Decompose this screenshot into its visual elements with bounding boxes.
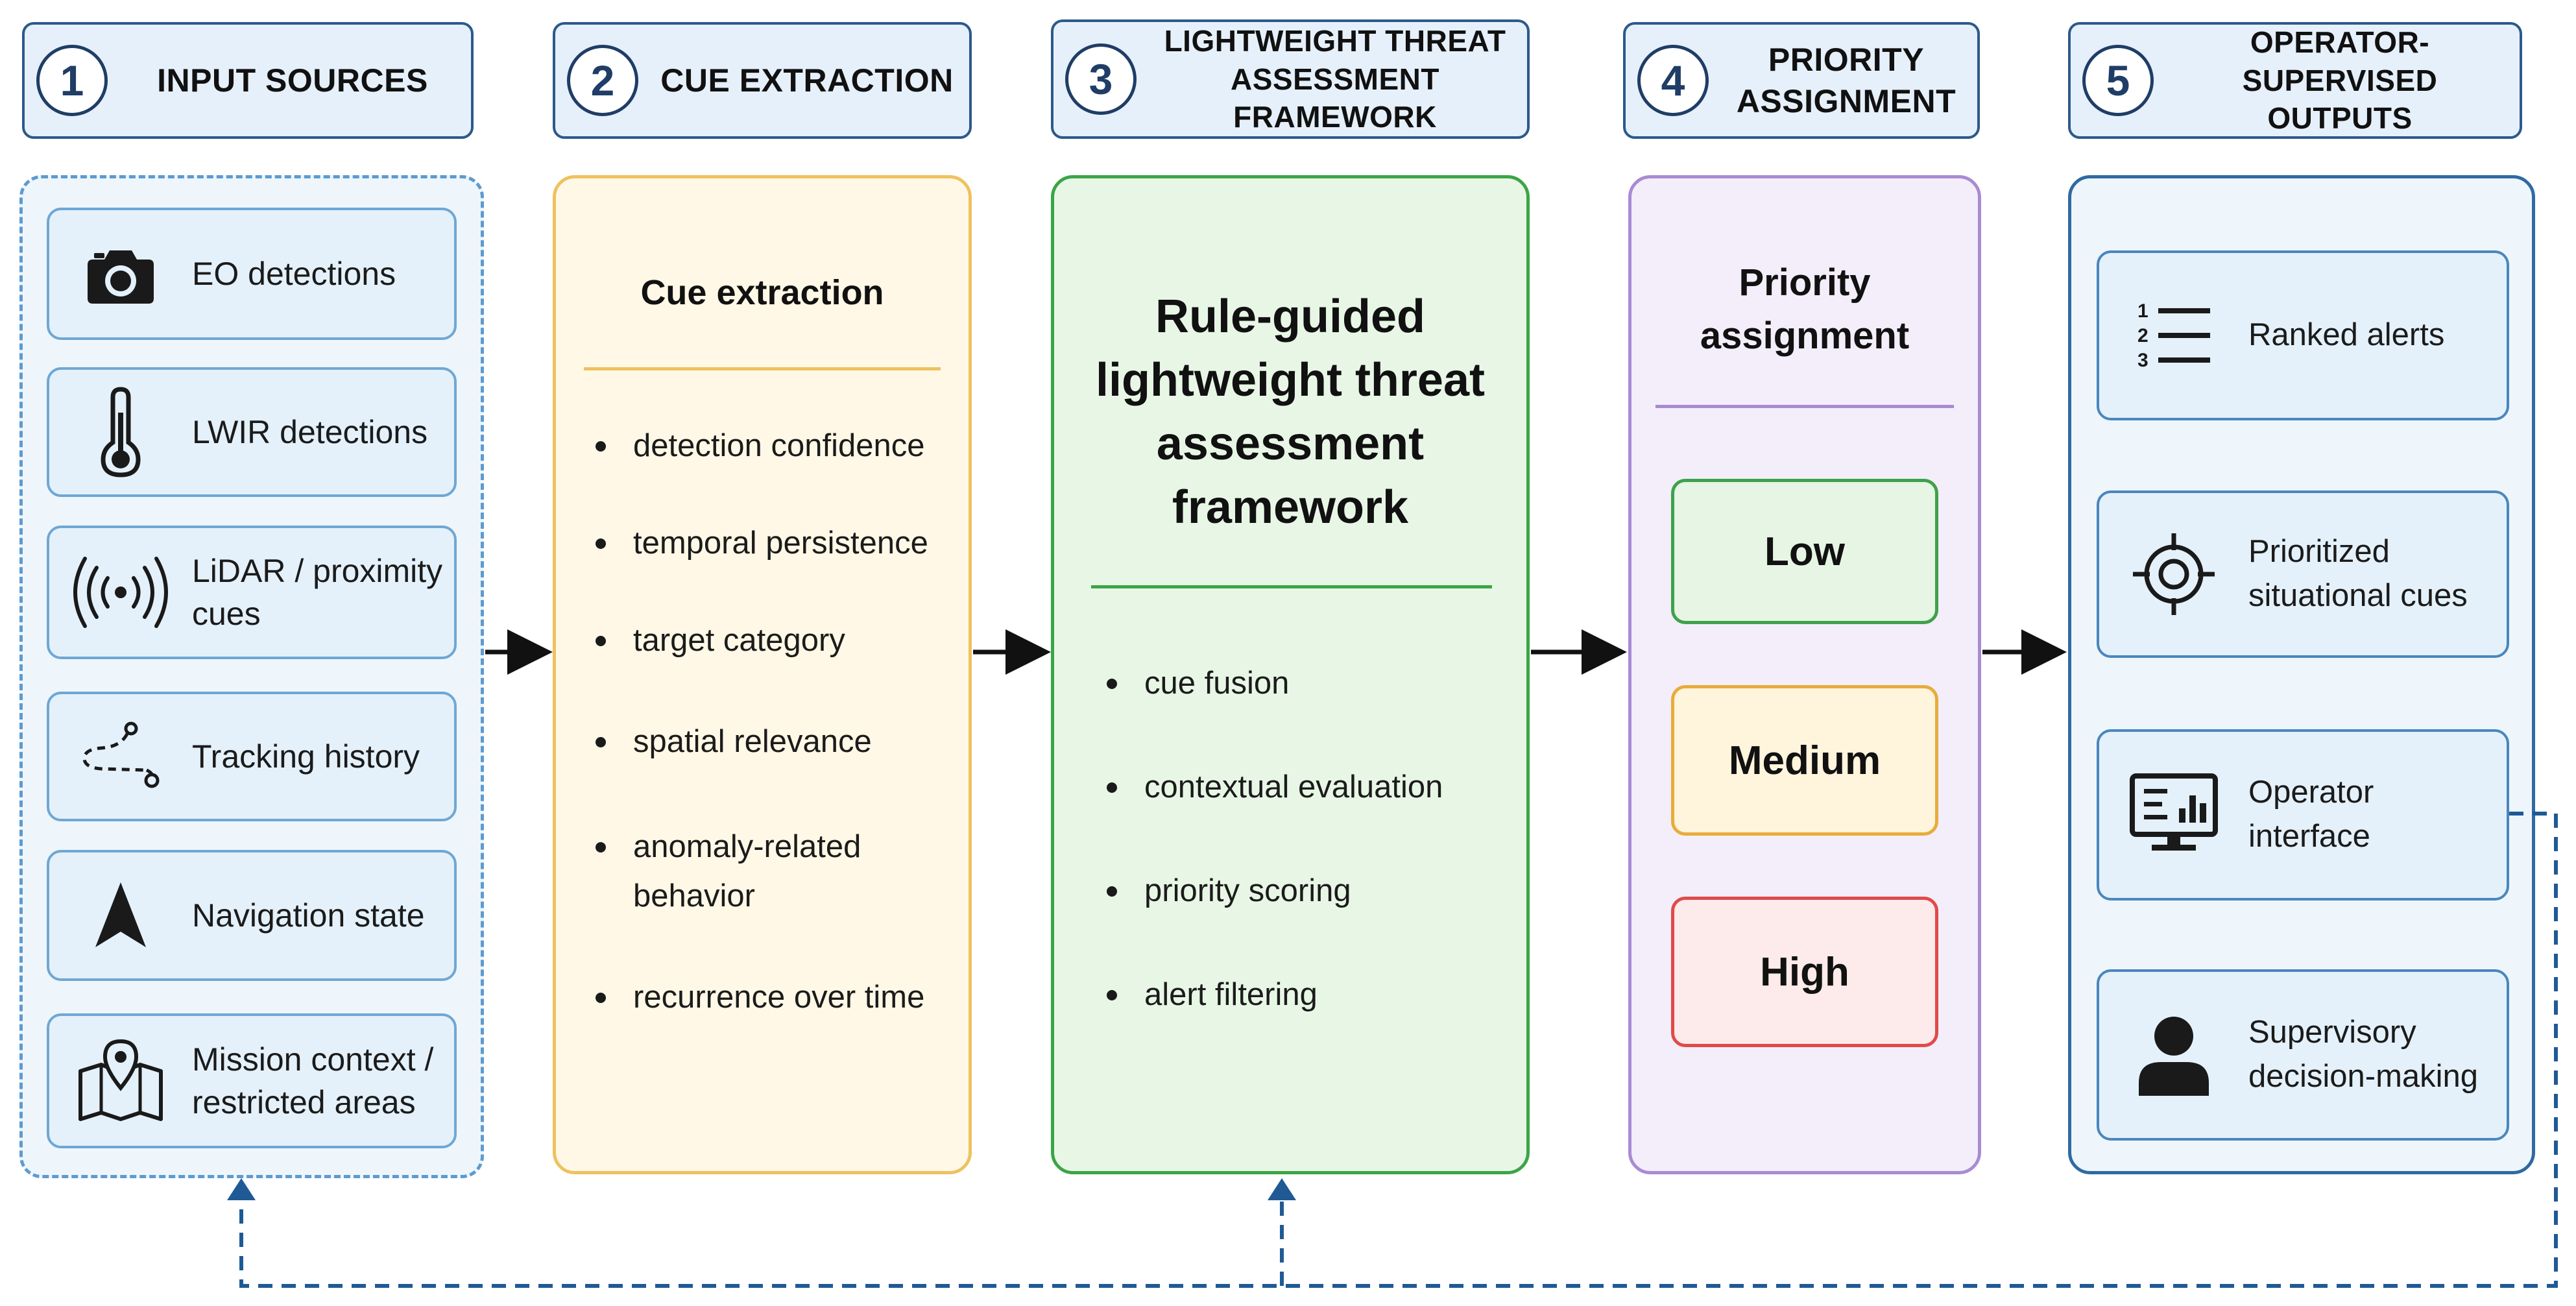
feedback-arrowheads — [227, 1178, 1296, 1200]
step-number-4: 4 — [1637, 45, 1709, 116]
input-label: EO detections — [192, 256, 396, 292]
input-item-eo: EO detections — [47, 208, 457, 340]
priority-divider — [1655, 405, 1954, 408]
input-label: LWIR detections — [192, 414, 428, 450]
crosshair-icon — [2099, 493, 2248, 655]
input-label: LiDAR / proximity cues — [192, 553, 443, 632]
input-item-lidar: LiDAR / proximity cues — [47, 526, 457, 659]
svg-text:3: 3 — [2137, 350, 2149, 371]
framework-item: cue fusion — [1107, 659, 1508, 708]
map-pin-icon — [49, 1016, 192, 1146]
cue-item: temporal persistence — [596, 519, 970, 568]
input-item-navigation: Navigation state — [47, 850, 457, 981]
input-label: Navigation state — [192, 897, 425, 934]
framework-heading: Rule-guided lightweight threat assessmen… — [1096, 291, 1485, 533]
input-item-tracking: Tracking history — [47, 692, 457, 821]
output-label: Prioritized situational cues — [2248, 534, 2468, 613]
framework-item: contextual evaluation — [1107, 763, 1508, 812]
step-number-3: 3 — [1065, 43, 1137, 115]
input-item-lwir: LWIR detections — [47, 367, 457, 497]
svg-text:2: 2 — [2137, 325, 2149, 346]
priority-medium: Medium — [1671, 685, 1938, 836]
step-title-2: CUE EXTRACTION — [660, 62, 954, 99]
ranked-list-icon: 1 2 3 — [2099, 253, 2248, 418]
cue-extraction-heading: Cue extraction — [640, 273, 884, 312]
step-title-3: LIGHTWEIGHT THREAT ASSESSMENT FRAMEWORK — [1164, 23, 1506, 134]
cue-item: recurrence over time — [596, 973, 970, 1022]
priority-high: High — [1671, 897, 1938, 1047]
step-title-4: PRIORITY ASSIGNMENT — [1736, 42, 1956, 119]
step-title-5: OPERATOR-SUPERVISED OUTPUTS — [2242, 25, 2438, 136]
output-label: Ranked alerts — [2248, 317, 2445, 353]
feedback-arrowhead-framework — [1268, 1178, 1296, 1200]
input-label: Mission context / restricted areas — [192, 1041, 434, 1120]
signal-icon — [49, 528, 192, 657]
cue-list: detection confidence temporal persistenc… — [596, 422, 970, 1022]
step-number-1: 1 — [36, 45, 108, 116]
input-item-mission: Mission context / restricted areas — [47, 1013, 457, 1148]
track-path-icon — [49, 694, 192, 819]
priority-heading: Priority assignment — [1700, 261, 1910, 357]
framework-divider — [1091, 585, 1492, 588]
framework-list: cue fusion contextual evaluation priorit… — [1107, 659, 1508, 1020]
step-header-4: 4 PRIORITY ASSIGNMENT — [1623, 22, 1980, 139]
feedback-arrowhead-inputs — [227, 1178, 256, 1200]
output-label: Operator interface — [2248, 775, 2374, 854]
cue-item: spatial relevance — [596, 718, 970, 767]
svg-text:1: 1 — [2137, 300, 2149, 322]
step-title-1: INPUT SOURCES — [157, 62, 428, 99]
cue-item: anomaly-related behavior — [596, 823, 867, 921]
person-icon — [2099, 972, 2248, 1138]
output-item-ranked-alerts: 1 2 3 Ranked alerts — [2097, 250, 2509, 420]
navigation-arrow-icon — [49, 853, 192, 978]
monitor-icon — [2099, 732, 2248, 898]
cue-divider — [584, 367, 941, 370]
step-number-2: 2 — [567, 45, 638, 116]
cue-item: target category — [596, 616, 970, 666]
step-header-3: 3 LIGHTWEIGHT THREAT ASSESSMENT FRAMEWOR… — [1051, 19, 1530, 139]
output-item-operator-interface: Operator interface — [2097, 729, 2509, 901]
thermometer-icon — [49, 370, 192, 494]
output-item-supervisory: Supervisory decision-making — [2097, 969, 2509, 1141]
camera-icon — [49, 210, 192, 337]
cue-item: detection confidence — [596, 422, 970, 471]
step-number-5: 5 — [2082, 45, 2154, 116]
input-label: Tracking history — [192, 738, 420, 775]
framework-item: alert filtering — [1107, 971, 1508, 1020]
step-header-5: 5 OPERATOR-SUPERVISED OUTPUTS — [2068, 22, 2522, 139]
step-header-2: 2 CUE EXTRACTION — [553, 22, 972, 139]
output-label: Supervisory decision-making — [2248, 1015, 2479, 1094]
priority-low: Low — [1671, 479, 1938, 624]
framework-item: priority scoring — [1107, 867, 1508, 916]
step-header-1: 1 INPUT SOURCES — [22, 22, 474, 139]
output-item-situational-cues: Prioritized situational cues — [2097, 490, 2509, 658]
